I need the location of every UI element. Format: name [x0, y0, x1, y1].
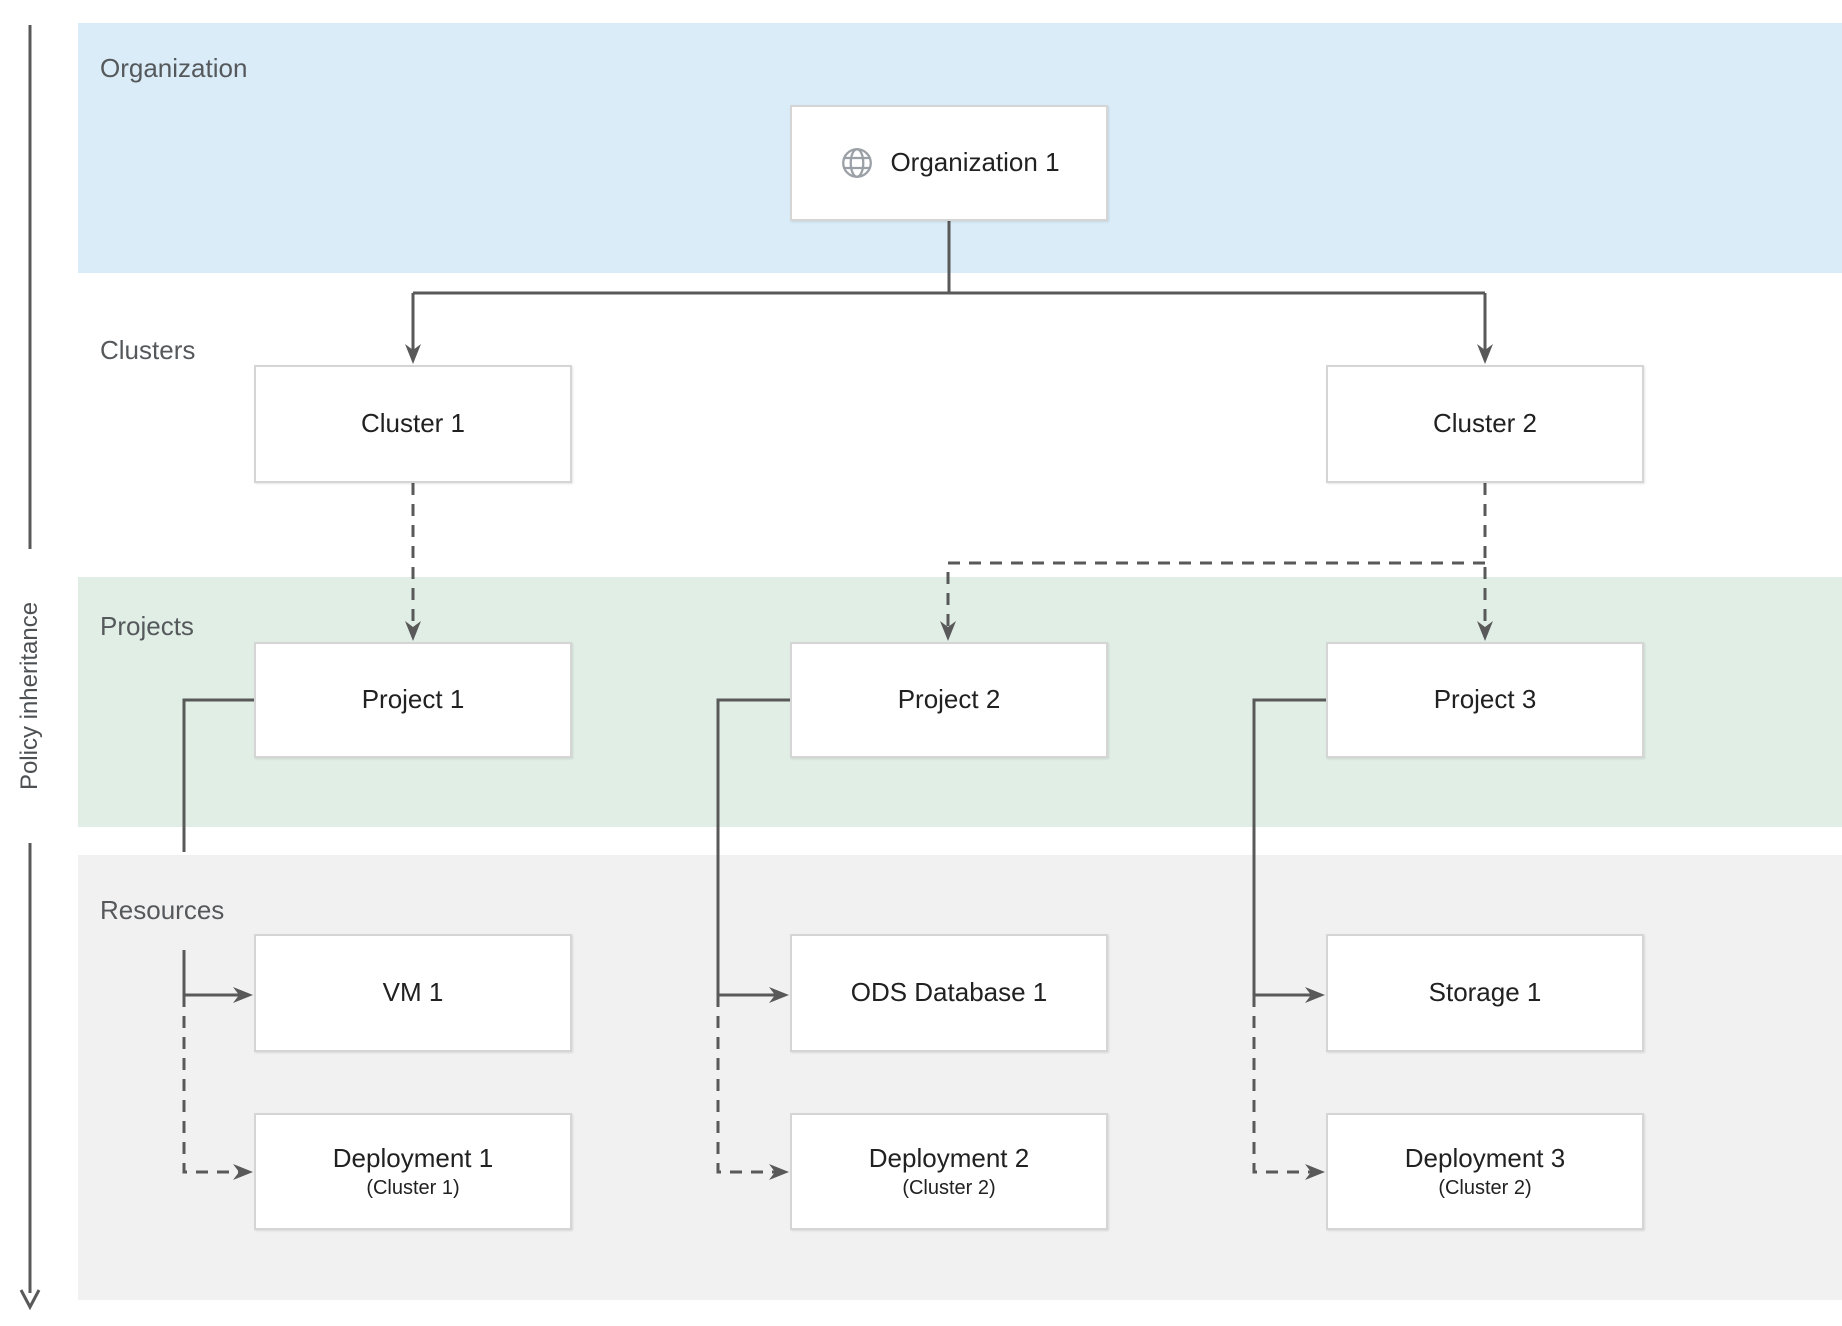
- node-label-project-2: Project 2: [897, 684, 1001, 715]
- node-label-cluster-1: Cluster 1: [360, 408, 466, 439]
- node-label-deployment-2: Deployment 2: [868, 1143, 1030, 1174]
- node-cluster-1: Cluster 1: [254, 365, 572, 483]
- node-cluster-2: Cluster 2: [1326, 365, 1644, 483]
- node-deployment-2: Deployment 2(Cluster 2): [790, 1113, 1108, 1230]
- globe-icon: [842, 148, 873, 178]
- node-main-row: ODS Database 1: [850, 977, 1048, 1008]
- node-deployment-3: Deployment 3(Cluster 2): [1326, 1113, 1644, 1230]
- node-deployment-1: Deployment 1(Cluster 1): [254, 1113, 572, 1230]
- node-main-row: VM 1: [382, 977, 444, 1008]
- policy-inheritance-label: Policy inheritance: [16, 601, 43, 791]
- node-main-row: Project 1: [361, 684, 465, 715]
- node-label-cluster-2: Cluster 2: [1432, 408, 1538, 439]
- node-vm-1: VM 1: [254, 934, 572, 1052]
- node-project-2: Project 2: [790, 642, 1108, 758]
- node-sublabel-deployment-1: (Cluster 1): [366, 1176, 460, 1199]
- node-label-deployment-3: Deployment 3: [1404, 1143, 1566, 1174]
- node-label-storage-1: Storage 1: [1428, 977, 1542, 1008]
- node-main-row: Deployment 1: [332, 1143, 494, 1174]
- node-label-vm-1: VM 1: [382, 977, 444, 1008]
- node-label-project-1: Project 1: [361, 684, 465, 715]
- node-project-1: Project 1: [254, 642, 572, 758]
- node-label-project-3: Project 3: [1433, 684, 1537, 715]
- band-label-organization: Organization: [100, 53, 248, 83]
- node-main-row: Deployment 3: [1404, 1143, 1566, 1174]
- node-label-ods-database-1: ODS Database 1: [850, 977, 1048, 1008]
- band-label-resources: Resources: [100, 895, 225, 925]
- node-main-row: Cluster 2: [1432, 408, 1538, 439]
- node-main-row: Project 3: [1433, 684, 1537, 715]
- node-main-row: Deployment 2: [868, 1143, 1030, 1174]
- band-resources: [78, 855, 1842, 1300]
- band-label-projects: Projects: [100, 611, 194, 641]
- node-main-row: Storage 1: [1428, 977, 1542, 1008]
- node-project-3: Project 3: [1326, 642, 1644, 758]
- arrowhead-branch-to-cluster-2: [1477, 344, 1493, 364]
- node-ods-database-1: ODS Database 1: [790, 934, 1108, 1052]
- node-main-row: Cluster 1: [360, 408, 466, 439]
- node-label-organization-1: Organization 1: [890, 147, 1060, 178]
- node-sublabel-deployment-3: (Cluster 2): [1438, 1176, 1532, 1199]
- node-sublabel-deployment-2: (Cluster 2): [902, 1176, 996, 1199]
- arrowhead-branch-to-cluster-1: [405, 344, 421, 364]
- node-organization-1: Organization 1: [790, 105, 1108, 221]
- band-label-clusters: Clusters: [100, 335, 196, 365]
- arrowhead-policy-line-lower: [19, 1289, 41, 1311]
- node-main-row: Project 2: [897, 684, 1001, 715]
- node-main-row: Organization 1: [838, 144, 1060, 182]
- node-storage-1: Storage 1: [1326, 934, 1644, 1052]
- node-label-deployment-1: Deployment 1: [332, 1143, 494, 1174]
